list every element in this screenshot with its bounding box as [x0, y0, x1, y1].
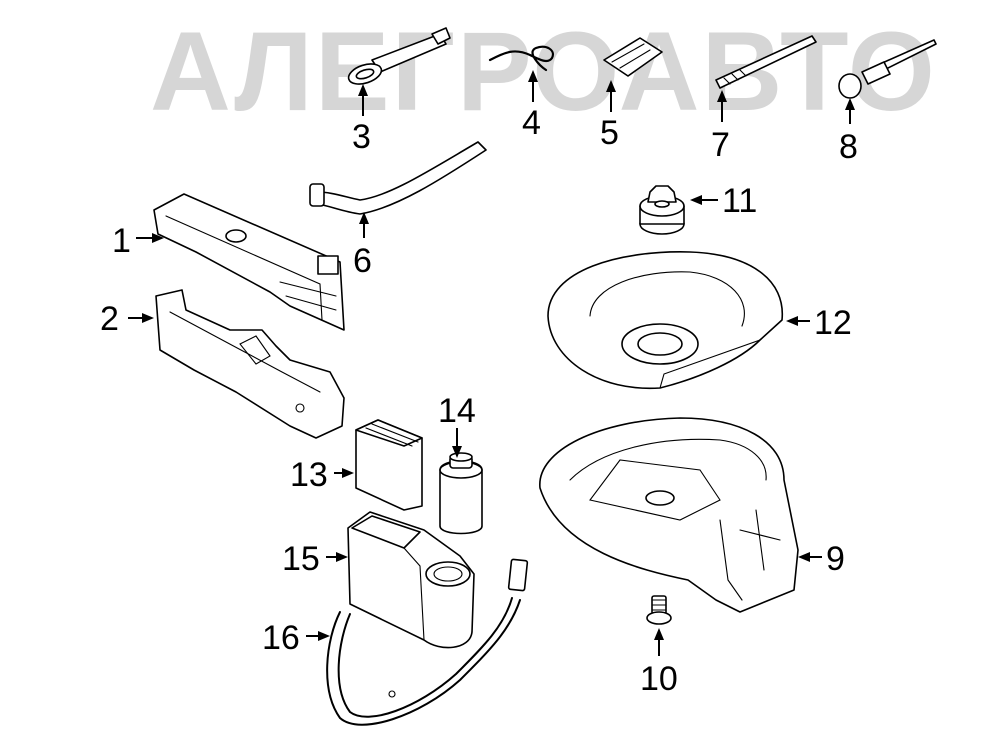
callout-11-label: 11 [722, 182, 757, 220]
part-15-storage-box [347, 511, 475, 649]
callout-15: 15 [282, 540, 348, 578]
part-11-hold-down-nut [639, 185, 685, 235]
callout-12-label: 12 [814, 304, 852, 342]
part-3-eye-wrench [347, 27, 451, 85]
callout-7: 7 [711, 90, 730, 164]
callout-2: 2 [100, 300, 154, 338]
callout-15-label: 15 [282, 540, 320, 578]
part-9-spare-tire-tray [539, 417, 799, 613]
part-8-screwdriver [838, 39, 937, 99]
callout-1-label: 1 [112, 222, 131, 260]
callout-4-label: 4 [522, 104, 541, 142]
part-2-jack-holder [155, 289, 345, 439]
callout-7-label: 7 [711, 126, 730, 164]
part-14-sealant-bottle [439, 452, 483, 535]
part-4-wire-hook [488, 45, 554, 72]
callout-14: 14 [438, 392, 476, 458]
callout-14-label: 14 [438, 392, 476, 430]
part-6-jack-handle [309, 141, 487, 215]
callout-13: 13 [290, 456, 354, 494]
watermark-text: АЛЕГРОАВТО [150, 9, 937, 134]
callout-13-label: 13 [290, 456, 328, 494]
callout-3-label: 3 [352, 118, 371, 156]
callout-8-label: 8 [839, 128, 858, 166]
part-13-pouch [355, 419, 423, 511]
callout-9-label: 9 [826, 540, 845, 578]
callout-10: 10 [640, 628, 678, 698]
callout-11: 11 [690, 182, 757, 220]
callout-9: 9 [798, 540, 845, 578]
callout-6-label: 6 [353, 242, 372, 280]
callout-5: 5 [600, 80, 619, 152]
callout-5-label: 5 [600, 114, 619, 152]
part-12-tire-cover [547, 251, 784, 390]
part-1-jack [153, 193, 345, 331]
callout-6: 6 [353, 212, 372, 280]
callout-8: 8 [839, 98, 858, 166]
callout-12: 12 [786, 304, 852, 342]
part-16-strap [326, 558, 529, 726]
callout-1: 1 [112, 222, 164, 260]
callout-3: 3 [352, 84, 371, 156]
callout-16-label: 16 [262, 619, 300, 657]
callout-16: 16 [262, 619, 330, 657]
callout-4: 4 [522, 70, 541, 142]
part-10-bolt [646, 595, 672, 625]
part-5-clip [603, 37, 663, 77]
callout-2-label: 2 [100, 300, 119, 338]
callout-10-label: 10 [640, 660, 678, 698]
watermark-logo: АЛЕГРОАВТО [150, 9, 937, 134]
part-7-extension-rod [715, 35, 817, 89]
